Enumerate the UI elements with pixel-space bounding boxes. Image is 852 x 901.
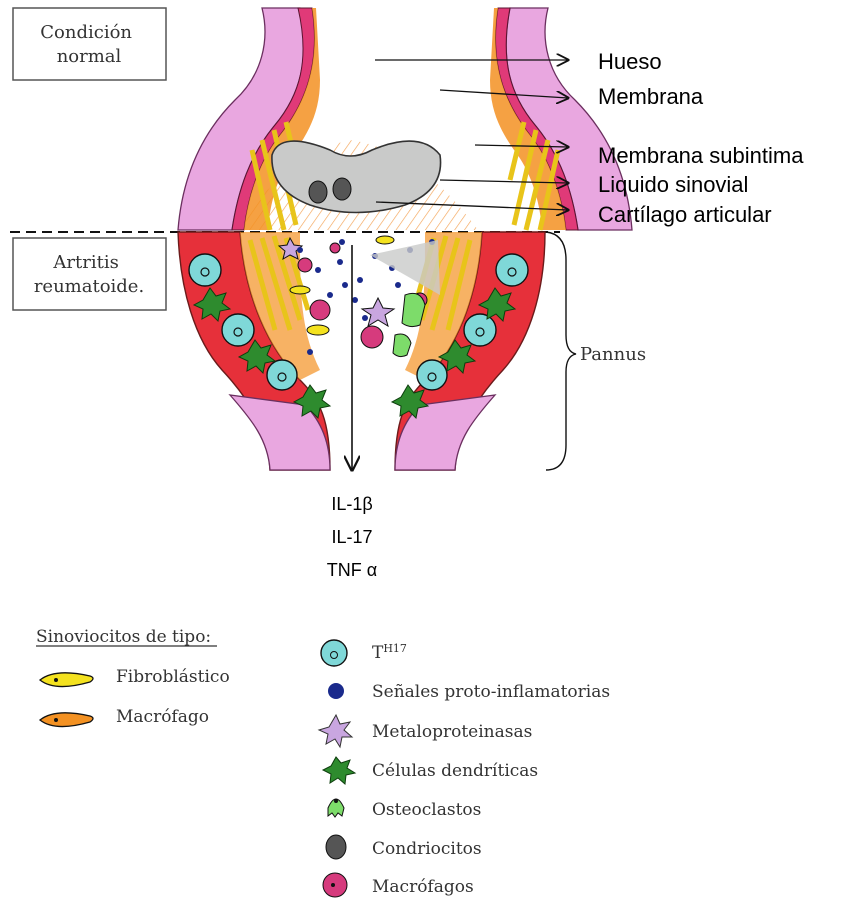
ra-state-line2: reumatoide. — [34, 276, 144, 297]
legend-macrofago: Macrófago — [116, 707, 209, 727]
legend-synoviocytes: Sinoviocitos de tipo: Fibroblástico Macr… — [36, 627, 230, 727]
fibroblast-icon — [40, 673, 93, 687]
label-hueso: Hueso — [598, 49, 662, 74]
normal-state-line1: Condición — [40, 22, 132, 43]
cytokine-il1b: IL-1β — [331, 494, 372, 514]
pannus-label: Pannus — [580, 344, 646, 365]
legend-macrofagos: Macrófagos — [372, 877, 474, 897]
ra-state-box: Artritis reumatoide. — [13, 238, 166, 310]
label-cartilago-articular: Cartílago articular — [598, 202, 772, 227]
legend-senales: Señales proto-inflamatorias — [372, 682, 610, 702]
legend-fibroblastico: Fibroblástico — [116, 667, 230, 687]
label-membrana: Membrana — [598, 84, 704, 109]
joint-upper-normal — [178, 8, 632, 230]
star-cell-icon — [319, 715, 352, 747]
joint-lower-ra — [178, 232, 545, 470]
legend-dendriticas: Células dendríticas — [372, 761, 538, 781]
macrophage-synoviocyte-icon — [40, 713, 93, 727]
legend-condriocitos: Condriocitos — [372, 839, 482, 859]
normal-state-line2: normal — [57, 46, 122, 67]
chondrocyte-icon — [326, 835, 346, 859]
signal-dot-icon — [328, 683, 344, 699]
legend-th17: TH17 — [372, 642, 407, 664]
cytokine-il17: IL-17 — [331, 527, 372, 547]
label-membrana-subintima: Membrana subintima — [598, 143, 804, 168]
ra-state-line1: Artritis — [52, 252, 118, 273]
dendritic-cell-icon — [323, 757, 355, 784]
legend-cells: TH17 Señales proto-inflamatorias Metalop… — [319, 640, 610, 897]
label-liquido-sinovial: Liquido sinovial — [598, 172, 748, 197]
cytokine-tnfa: TNF α — [327, 560, 377, 580]
pannus-brace — [546, 232, 576, 470]
legend-osteoclastos: Osteoclastos — [372, 800, 481, 820]
legend-metaloproteinasas: Metaloproteinasas — [372, 722, 532, 742]
normal-state-box: Condición normal — [13, 8, 166, 80]
th17-cell-icon — [321, 640, 347, 666]
legend-left-title: Sinoviocitos de tipo: — [36, 627, 211, 647]
